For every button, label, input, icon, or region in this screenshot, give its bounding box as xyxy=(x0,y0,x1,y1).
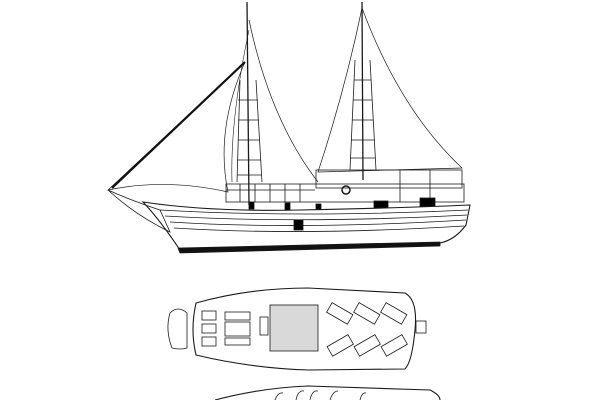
life-ring-icon xyxy=(341,185,351,195)
masts xyxy=(236,1,377,206)
sails xyxy=(106,7,463,193)
deck-plan-lower xyxy=(214,385,441,400)
main-mast xyxy=(246,1,250,206)
bow-head xyxy=(107,189,171,233)
mizzen-mast xyxy=(361,1,364,181)
mizzen-sail xyxy=(317,7,463,173)
lower-deck-cabins xyxy=(274,390,367,400)
main-sail xyxy=(248,19,319,183)
deck-plan-top xyxy=(167,287,427,371)
keel xyxy=(177,241,441,254)
hull-hatch xyxy=(293,219,304,231)
railing xyxy=(226,170,431,202)
bench-seats xyxy=(201,310,251,347)
main-ratlines xyxy=(236,79,263,183)
mizzen-ratlines xyxy=(349,59,377,171)
hull-planking xyxy=(159,209,469,232)
fore-staysail xyxy=(231,29,250,183)
deck-outline xyxy=(192,287,417,371)
dinghy xyxy=(167,308,188,350)
deck-skylight xyxy=(269,304,319,352)
upper-deckhouse xyxy=(315,169,463,189)
side-elevation xyxy=(106,1,471,254)
hull xyxy=(107,189,471,254)
main-cabin xyxy=(225,183,465,203)
jib-leading-edge xyxy=(111,61,246,189)
porthole xyxy=(248,201,255,210)
porthole xyxy=(284,202,291,211)
sun-loungers xyxy=(326,302,408,357)
helm-console xyxy=(259,316,269,336)
jib-sail xyxy=(106,61,246,193)
lower-deck-outline xyxy=(214,385,441,400)
swim-ladder xyxy=(415,320,427,334)
